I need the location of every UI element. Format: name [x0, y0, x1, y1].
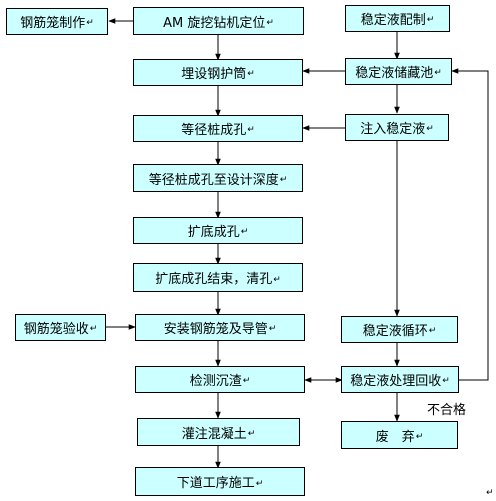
node-rebar-check-label: 钢筋笼验收 — [23, 322, 89, 337]
node-am-position: AM 旋挖钻机定位↵ — [133, 7, 304, 35]
line-mark: ↵ — [415, 432, 424, 442]
node-waste: 废 弃↵ — [341, 421, 458, 449]
node-casing: 埋设钢护筒↵ — [133, 59, 303, 86]
node-rebar-fab: 钢筋笼制作↵ — [6, 8, 108, 35]
node-check-sediment: 检测沉渣↵ — [135, 366, 305, 393]
node-expand-hole: 扩底成孔↵ — [133, 217, 303, 244]
node-slurry-tank-label: 稳定液储藏池 — [355, 66, 434, 81]
node-check-sediment-label: 检测沉渣 — [189, 374, 242, 389]
line-mark: ↵ — [86, 18, 94, 28]
edge-recycle-to-tank — [451, 68, 489, 381]
line-mark: ↵ — [273, 275, 281, 285]
node-expand-hole-label: 扩底成孔 — [187, 225, 240, 240]
node-next-process-label: 下道工序施工 — [176, 476, 255, 491]
node-pour-concrete-label: 灌注混凝土 — [181, 426, 247, 442]
node-slurry-make: 稳定液配制↵ — [345, 5, 450, 32]
node-slurry-cycle: 稳定液循环↵ — [341, 316, 458, 343]
node-am-position-label: AM 旋挖钻机定位 — [163, 15, 266, 31]
node-rebar-check: 钢筋笼验收↵ — [15, 314, 106, 341]
line-mark: ↵ — [247, 69, 255, 79]
line-mark: ↵ — [426, 124, 434, 134]
line-mark: ↵ — [442, 376, 450, 386]
line-mark: ↵ — [247, 125, 255, 135]
node-casing-label: 埋设钢护筒 — [181, 67, 247, 82]
node-slurry-cycle-label: 稳定液循环 — [362, 324, 428, 339]
line-mark: ↵ — [240, 227, 249, 237]
node-install-cage-label: 安装钢筋笼及导管 — [163, 322, 268, 337]
node-next-process: 下道工序施工↵ — [135, 467, 305, 496]
node-inject-slurry-label: 注入稳定液 — [360, 122, 426, 137]
line-mark: ↵ — [89, 324, 98, 334]
line-mark: ↵ — [279, 175, 288, 185]
line-mark: ↵ — [434, 68, 442, 78]
node-equal-hole-depth: 等径桩成孔至设计深度↵ — [133, 164, 303, 192]
node-slurry-tank: 稳定液储藏池↵ — [345, 58, 452, 85]
node-slurry-make-label: 稳定液配制 — [360, 13, 426, 28]
node-equal-hole: 等径桩成孔↵ — [133, 115, 303, 142]
line-mark: ↵ — [268, 324, 277, 334]
node-expand-finish-label: 扩底成孔结束，清孔 — [155, 272, 273, 287]
node-equal-hole-label: 等径桩成孔 — [181, 123, 247, 138]
line-mark: ↵ — [242, 376, 251, 386]
node-install-cage: 安装钢筋笼及导管↵ — [135, 314, 305, 341]
node-pour-concrete: 灌注混凝土↵ — [137, 418, 300, 446]
line-mark: ↵ — [266, 18, 274, 28]
line-mark: ↵ — [426, 15, 435, 25]
page-end-mark: ↵ — [486, 488, 494, 498]
edge-label-unqualified: 不合格 — [427, 403, 467, 418]
node-slurry-recycle-label: 稳定液处理回收 — [350, 374, 442, 389]
node-inject-slurry: 注入稳定液↵ — [345, 114, 449, 141]
node-equal-hole-depth-label: 等径桩成孔至设计深度 — [148, 172, 279, 188]
node-expand-finish: 扩底成孔结束，清孔↵ — [133, 263, 303, 292]
node-slurry-recycle: 稳定液处理回收↵ — [341, 366, 459, 393]
line-mark: ↵ — [247, 429, 256, 439]
node-waste-label: 废 弃 — [375, 429, 415, 445]
line-mark: ↵ — [255, 479, 264, 489]
line-mark: ↵ — [428, 326, 437, 336]
node-rebar-fab-label: 钢筋笼制作 — [20, 16, 86, 31]
